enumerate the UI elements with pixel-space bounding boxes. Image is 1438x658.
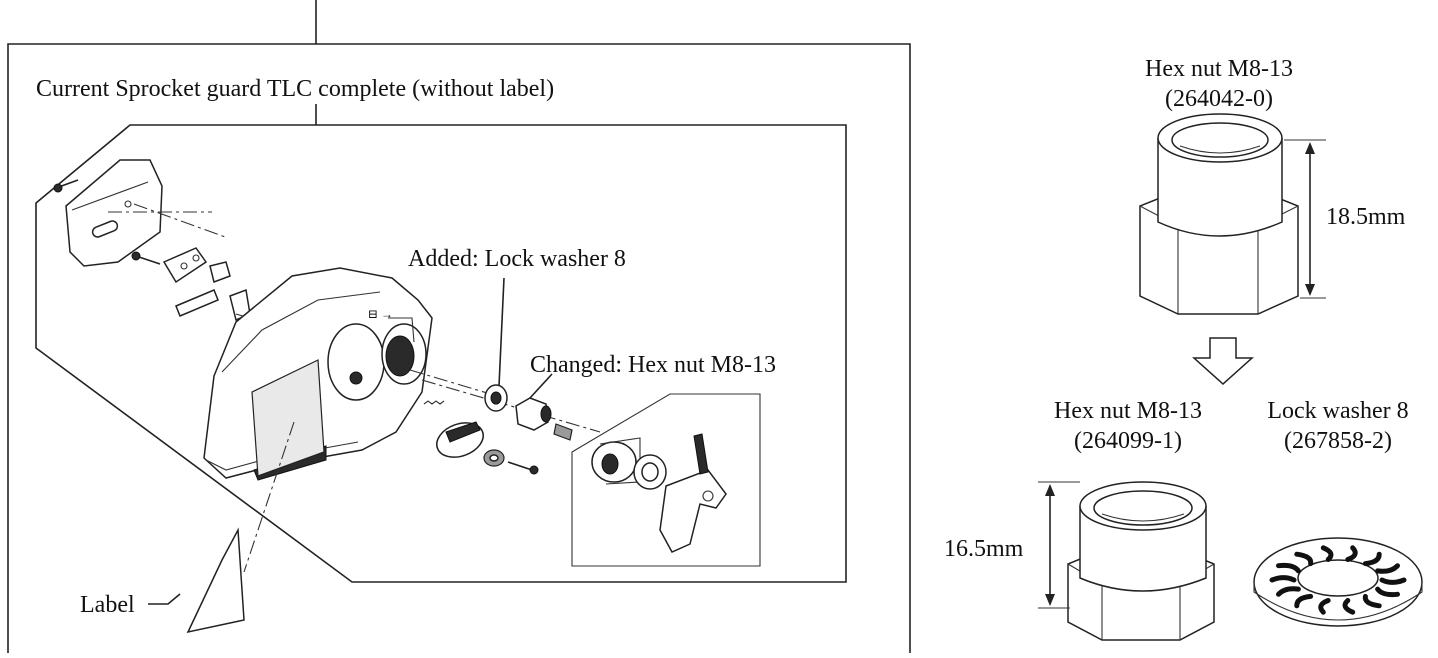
lock-washer-tooth [1318, 598, 1331, 615]
lock-washer-tooth [1276, 562, 1301, 574]
inner-frame [35, 124, 847, 583]
old-nut-part-number: (264042-0) [1165, 86, 1273, 112]
lock-washer-tooth [1362, 593, 1382, 609]
tension-knob [436, 421, 539, 475]
sprocket-guard-callout: Current Sprocket guard TLC complete (wit… [36, 76, 554, 102]
label-leader [148, 593, 181, 605]
lock-washer-name: Lock washer 8 [1267, 398, 1408, 424]
cover-screw [53, 179, 79, 193]
lock-washer-part-number: (267858-2) [1284, 428, 1392, 454]
lock-washer-tooth [1379, 577, 1407, 585]
lock-washer-tooth [1362, 551, 1382, 567]
lock-washer-tooth [1345, 545, 1358, 562]
new-nut-dimension-label: 16.5mm [944, 536, 1024, 562]
stud-bracket [131, 247, 283, 329]
lock-washer-tooth [1276, 586, 1301, 597]
threaded-stud [553, 423, 573, 441]
label-sticker [186, 527, 245, 634]
lock-washer-tooth [1320, 545, 1334, 562]
added-leader [498, 277, 505, 387]
replacement-arrow [1192, 337, 1254, 386]
tensioner-sub-box [571, 393, 761, 567]
old-nut-name: Hex nut M8-13 [1145, 56, 1293, 82]
new-nut-name: Hex nut M8-13 [1054, 398, 1202, 424]
new-nut-part-number: (264099-1) [1074, 428, 1182, 454]
added-callout: Added: Lock washer 8 [408, 246, 626, 272]
lock-washer-tooth [1375, 586, 1400, 598]
lock-washer-tooth [1375, 563, 1400, 574]
lock-washer-tooth [1269, 575, 1297, 583]
lock-washer-tooth [1342, 598, 1356, 615]
side-cover-plate [65, 159, 163, 267]
lock-washer-part [484, 384, 508, 412]
hex-nut-part [515, 397, 552, 431]
new-hex-nut-drawing [1067, 481, 1215, 641]
changed-callout: Changed: Hex nut M8-13 [530, 352, 776, 378]
old-hex-nut-drawing [1139, 113, 1299, 315]
label-recess [251, 359, 325, 477]
lock-washer-drawing [1253, 537, 1423, 627]
lock-washer-tooth [1294, 593, 1314, 609]
guard-marking: ⊟ → [368, 307, 393, 321]
lock-washer-tooth [1294, 551, 1314, 567]
new-nut-dimension [1038, 481, 1080, 609]
label-dash-line [243, 421, 295, 573]
old-nut-dimension-label: 18.5mm [1326, 204, 1406, 230]
spring [423, 400, 445, 405]
sprocket-opening [327, 323, 385, 401]
changed-leader [529, 373, 553, 399]
outer-frame [7, 43, 911, 653]
exploded-assembly: ⊟ → [53, 159, 761, 573]
label-callout: Label [80, 592, 135, 618]
old-nut-dimension [1284, 139, 1326, 299]
tensioner-parts [591, 433, 727, 553]
